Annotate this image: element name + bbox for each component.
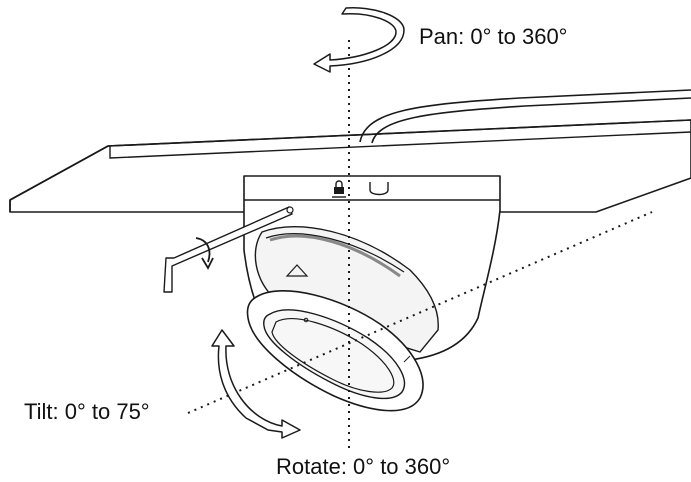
tilt-label: Tilt: 0° to 75° (24, 399, 150, 424)
lens-housing (246, 290, 424, 412)
ceiling-plate (9, 119, 691, 213)
rotate-axis (187, 211, 653, 414)
cable (359, 89, 691, 144)
pan-arrow-icon (313, 7, 405, 73)
rotate-arrow-icon (403, 355, 411, 363)
tilt-arrow-icon (211, 329, 301, 439)
pan-label: Pan: 0° to 360° (419, 24, 568, 49)
hex-key-icon (163, 206, 294, 293)
lock-icon (332, 180, 346, 198)
rotate-label: Rotate: 0° to 360° (276, 454, 451, 479)
tighten-arrow-icon (195, 237, 214, 270)
